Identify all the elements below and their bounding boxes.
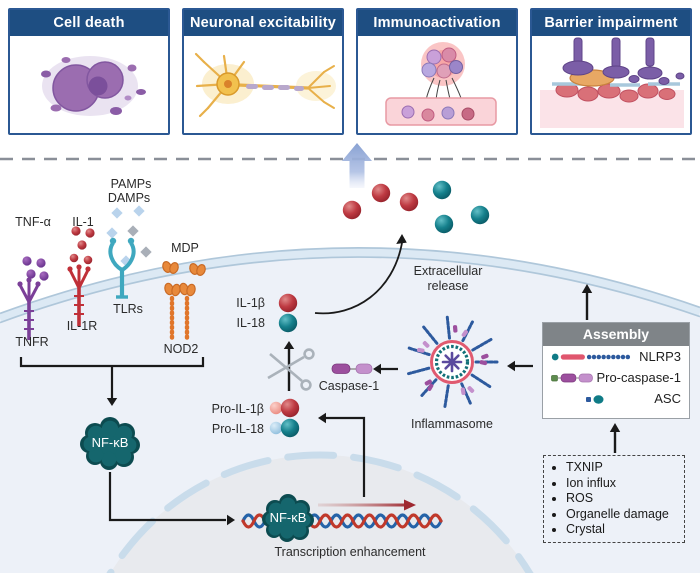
arrowhead bbox=[106, 398, 118, 406]
nfkb-to-nucleus-arrow bbox=[108, 472, 235, 526]
panel-title: Immunoactivation bbox=[358, 10, 516, 36]
nucleus bbox=[106, 451, 534, 573]
neuron-illustration-icon bbox=[194, 52, 336, 118]
pro-il1b-label: Pro-IL-1β bbox=[211, 402, 264, 416]
nfkb-nucleus-label: NF-κB bbox=[269, 510, 307, 525]
tlrs-label: TLRs bbox=[113, 302, 143, 316]
tnfr-label: TNFR bbox=[15, 335, 49, 349]
cell-cytoplasm bbox=[0, 252, 700, 573]
triggers-box: TXNIP Ion influx ROS Organelle damage Cr… bbox=[543, 455, 685, 543]
immunoactivation-illustration-icon bbox=[385, 42, 497, 126]
panel-immunoactivation: Immunoactivation bbox=[356, 8, 518, 135]
pamp-damp-icons bbox=[104, 203, 154, 269]
panel-title: Cell death bbox=[10, 10, 168, 36]
nod2-receptor-icon bbox=[164, 282, 196, 343]
inflammasome-to-caspase-arrow bbox=[373, 363, 398, 375]
il1-ligand-icon bbox=[69, 226, 95, 265]
pro-caspase1-icon bbox=[551, 373, 593, 382]
extracellular-release-arrow bbox=[314, 234, 407, 315]
damps-label: DAMPs bbox=[107, 191, 151, 205]
assembly-to-inflammasome-arrow bbox=[507, 360, 533, 372]
released-cytokines-icon bbox=[342, 180, 490, 234]
il1b-icon bbox=[278, 293, 298, 313]
mdp-label: MDP bbox=[171, 241, 199, 255]
assembly-box: Assembly NLRP3 Pro-caspase-1 bbox=[542, 322, 690, 419]
tnf-alpha-ligand-icon bbox=[22, 256, 49, 281]
trigger-item: Organelle damage bbox=[566, 507, 684, 523]
tnf-alpha-label: TNF-α bbox=[15, 215, 51, 229]
legend-row-asc: ASC bbox=[543, 388, 689, 409]
inflammasome-icon bbox=[407, 315, 499, 408]
legend-row-nlrp3: NLRP3 bbox=[543, 346, 689, 367]
cell-membrane-icon bbox=[0, 247, 700, 324]
il18-label: IL-18 bbox=[236, 316, 266, 330]
il1r-receptor-icon bbox=[67, 264, 91, 326]
trigger-item: ROS bbox=[566, 491, 684, 507]
receptor-bracket bbox=[19, 357, 205, 399]
il1r-label: IL-1R bbox=[66, 319, 98, 333]
asc-icon bbox=[586, 394, 604, 404]
caspase1-label: Caspase-1 bbox=[318, 379, 380, 393]
transcription-label: Transcription enhancement bbox=[274, 545, 426, 559]
triggers-list: TXNIP Ion influx ROS Organelle damage Cr… bbox=[544, 460, 684, 538]
caspase1-icon bbox=[331, 363, 373, 374]
nfkb-nucleus-blob-icon bbox=[262, 494, 314, 542]
barrier-impairment-illustration-icon bbox=[540, 37, 685, 128]
pro-il18-label: Pro-IL-18 bbox=[211, 422, 264, 436]
il1b-label: IL-1β bbox=[236, 296, 265, 310]
scissors-icon bbox=[267, 348, 315, 391]
pro-caspase1-label: Pro-caspase-1 bbox=[596, 370, 681, 385]
red-transcription-arrow bbox=[318, 499, 416, 511]
trigger-item: Ion influx bbox=[566, 476, 684, 492]
panel-cell-death: Cell death bbox=[8, 8, 170, 135]
pro-il18-icon bbox=[269, 418, 300, 438]
trigger-item: TXNIP bbox=[566, 460, 684, 476]
trigger-item: Crystal bbox=[566, 522, 684, 538]
pro-il1b-icon bbox=[269, 398, 300, 418]
extracellular-release-label: Extracellular release bbox=[413, 264, 483, 293]
cell-death-illustration-icon bbox=[41, 56, 146, 116]
nfkb-label: NF-κB bbox=[91, 435, 129, 450]
asc-label: ASC bbox=[654, 391, 681, 406]
panel-neuronal-excitability: Neuronal excitability bbox=[182, 8, 344, 135]
panel-title: Neuronal excitability bbox=[184, 10, 342, 36]
il1-label: IL-1 bbox=[72, 215, 94, 229]
inflammasome-label: Inflammasome bbox=[411, 417, 493, 431]
nlrp3-label: NLRP3 bbox=[639, 349, 681, 364]
pamps-label: PAMPs bbox=[110, 177, 152, 191]
nfkb-blob-icon bbox=[80, 417, 140, 470]
mdp-ligand-icon bbox=[162, 261, 206, 276]
legend-row-procaspase1: Pro-caspase-1 bbox=[543, 367, 689, 388]
nod2-label: NOD2 bbox=[163, 342, 199, 356]
tlr-receptor-icon bbox=[108, 237, 136, 299]
assembly-title: Assembly bbox=[543, 323, 689, 346]
up-arrow-icon bbox=[342, 143, 372, 188]
il18-icon bbox=[278, 313, 298, 333]
transcription-to-proil-arrow bbox=[318, 412, 366, 497]
nlrp3-icon bbox=[551, 353, 631, 360]
assembly-up-arrow bbox=[581, 284, 593, 320]
tnfr-receptor-icon bbox=[17, 277, 41, 340]
panel-barrier-impairment: Barrier impairment bbox=[530, 8, 692, 135]
panel-title: Barrier impairment bbox=[532, 10, 690, 36]
triggers-to-assembly-arrow bbox=[609, 423, 621, 453]
